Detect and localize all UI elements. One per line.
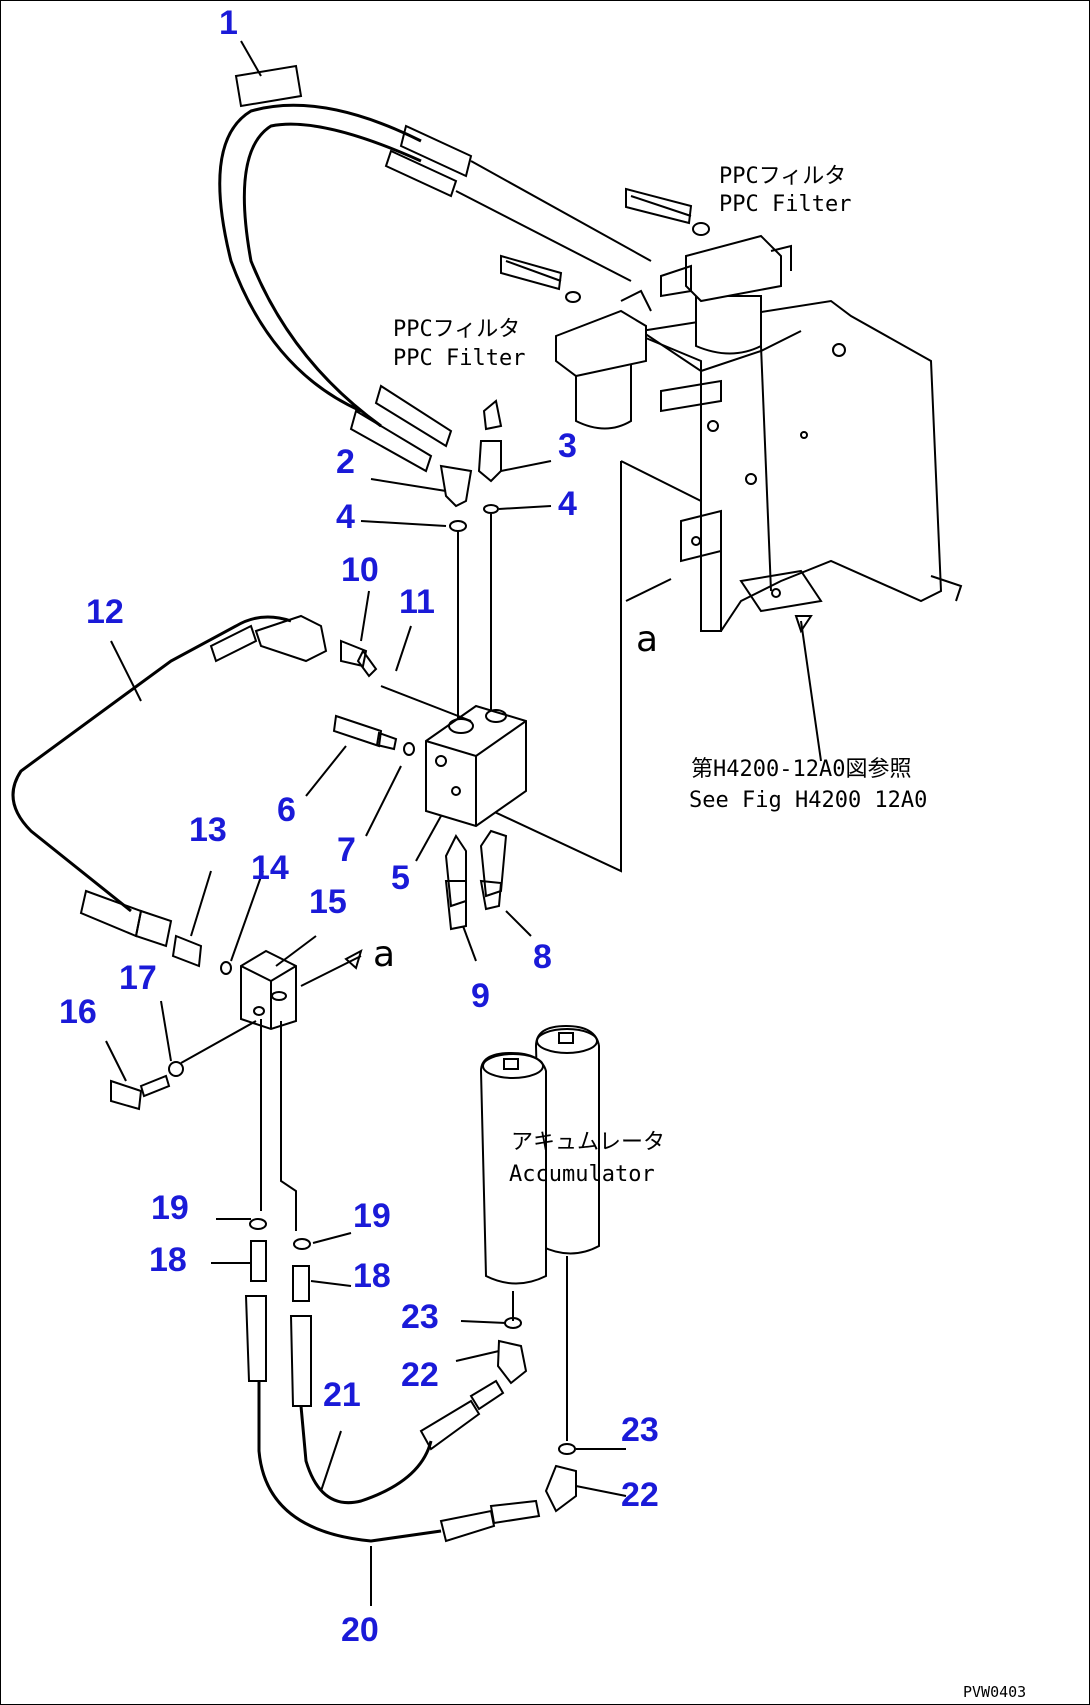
part-number: 9 [471, 977, 490, 1015]
part-number: 8 [533, 938, 552, 976]
see-fig-label-en: See Fig H4200 12A0 [689, 788, 927, 813]
part-number: 18 [149, 1241, 187, 1279]
part-number: 19 [151, 1189, 189, 1227]
part-number: 14 [251, 849, 289, 887]
part-number: 4 [336, 498, 355, 536]
part-number: 11 [399, 583, 435, 621]
see-fig-label-jp: 第H4200-12A0図参照 [691, 757, 911, 782]
part-number: 22 [401, 1356, 439, 1394]
part-number: 13 [189, 811, 227, 849]
part-number: 10 [341, 551, 379, 589]
fittings-2-3 [439, 399, 503, 721]
drawing-code: PVW0403 [963, 1683, 1026, 1701]
part-number: 5 [391, 859, 410, 897]
hose-12 [11, 614, 328, 948]
accumulators [479, 1024, 600, 1513]
ppc-filter-lower [500, 254, 652, 430]
leader-lines [105, 40, 627, 1606]
accumulator-label-jp: アキュムレータ [511, 1130, 665, 1155]
tubes-18-19 [244, 1019, 312, 1407]
part-number: 3 [558, 427, 577, 465]
part-number: 7 [337, 831, 356, 869]
hose-1 [218, 64, 652, 473]
part-number-labels: 1 2 3 4 4 5 6 7 8 9 10 11 12 13 14 15 16… [59, 4, 659, 1649]
part-number: 1 [219, 4, 238, 42]
part-number: 18 [353, 1257, 391, 1295]
ppc-filter-lower-label-en: PPC Filter [393, 346, 525, 371]
part-number: 22 [621, 1476, 659, 1514]
part-number: 23 [621, 1411, 659, 1449]
part-number: 19 [353, 1197, 391, 1235]
part-number: 15 [309, 883, 347, 921]
fittings-13-17 [110, 934, 363, 1111]
part-number: 20 [341, 1611, 379, 1649]
ppc-filter-upper-label-en: PPC Filter [719, 192, 851, 217]
part-number: 2 [336, 443, 355, 481]
part-number: 6 [277, 791, 296, 829]
part-number: 4 [558, 485, 577, 523]
accumulator-label-en: Accumulator [509, 1162, 655, 1187]
part-number: 16 [59, 993, 97, 1031]
reference-letter-upper: a [636, 619, 658, 660]
part-number: 23 [401, 1298, 439, 1336]
reference-letter-lower: a [373, 934, 395, 975]
ppc-filter-upper-label-jp: PPCフィルタ [719, 164, 846, 189]
part-number: 21 [323, 1376, 361, 1414]
filter-bracket [638, 299, 963, 632]
hoses-20-21 [257, 1379, 541, 1543]
ppc-filter-upper [625, 187, 792, 355]
ppc-filter-lower-label-jp: PPCフィルタ [393, 317, 520, 342]
reference-frame [470, 460, 822, 873]
fittings-6-7-10-11 [332, 639, 472, 756]
part-number: 12 [86, 593, 124, 631]
notes: PPCフィルタ PPC Filter PPCフィルタ PPC Filter 第H… [373, 164, 1026, 1701]
valve-block-5 [425, 704, 527, 931]
part-number: 17 [119, 959, 157, 997]
